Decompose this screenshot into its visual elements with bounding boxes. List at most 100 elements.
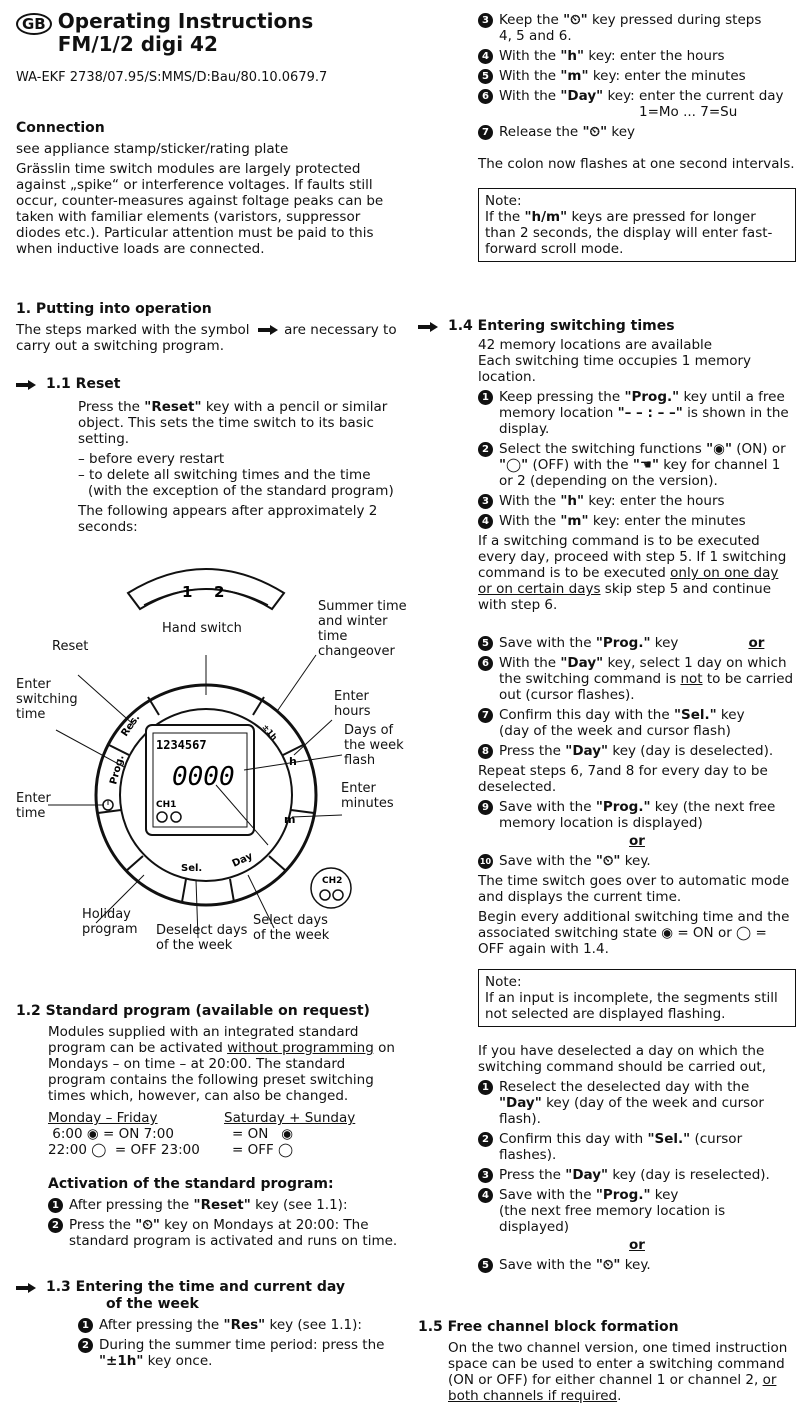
standard-body: Modules supplied with an integrated stan… — [48, 1024, 395, 1104]
begin-note: Begin every additional switching time an… — [478, 909, 790, 957]
switching-intro1: 42 memory locations are available — [478, 337, 713, 353]
lcd-ch1: CH1 — [156, 800, 176, 810]
step-marker-icon — [16, 1282, 36, 1293]
channel1-number: 1 — [182, 583, 192, 601]
left-column: GB Operating Instructions FM/1/2 digi 42… — [16, 10, 407, 1369]
table-head-weekday: Monday – Friday — [48, 1110, 158, 1126]
time-entry-heading: 1.3 Entering the time and current day — [46, 1279, 346, 1295]
document-reference: WA-EKF 2738/07.95/S:MMS/D:Bau/80.10.0679… — [16, 70, 328, 85]
label-days-flash: Days of the week flash — [344, 723, 404, 768]
note-body: If an input is incomplete, the segments … — [485, 990, 778, 1022]
putting-body: The steps marked with the symbol are nec… — [16, 322, 402, 354]
or-label: or — [629, 833, 645, 849]
connection-heading: Connection — [16, 120, 105, 136]
label-deselect: Deselect days of the week — [156, 923, 248, 953]
deselect-intro: If you have deselected a day on which th… — [478, 1043, 766, 1075]
note-box: Note: If an input is incomplete, the seg… — [478, 969, 796, 1027]
m-button-label: m — [284, 813, 295, 826]
lcd-frame — [145, 724, 255, 836]
connection-line: see appliance stamp/sticker/rating plate — [16, 141, 289, 157]
device-diagram: 1 2 1234567 0000 CH1 Res. Prog. Sel. — [16, 545, 407, 995]
switching-intro2: Each switching time occupies 1 memory lo… — [478, 353, 752, 385]
label-enter-time: Enter time — [16, 791, 51, 821]
reset-section: 1.1 Reset Press the "Reset" key with a p… — [16, 376, 402, 535]
step-marker-icon — [257, 325, 278, 335]
block-section: 1.5 Free channel block formation On the … — [418, 1319, 796, 1404]
lcd-days: 1234567 — [156, 738, 207, 752]
note-title: Note: — [485, 974, 522, 990]
header: GB Operating Instructions FM/1/2 digi 42 — [16, 10, 402, 56]
label-enter-hours: Enter hours — [334, 689, 371, 719]
ch2-label: CH2 — [322, 876, 342, 886]
table-head-weekend: Saturday + Sunday — [224, 1110, 356, 1126]
block-body: On the two channel version, one timed in… — [448, 1340, 788, 1404]
h-button-label: h — [289, 755, 297, 768]
putting-body-b: are necessary to carry out a switching p… — [16, 322, 397, 354]
sel-button-label: Sel. — [181, 863, 202, 874]
reset-dash1: – before every restart — [78, 451, 225, 467]
activation-heading: Activation of the standard program: — [48, 1176, 334, 1192]
label-select: Select days of the week — [253, 913, 330, 943]
label-hand-switch: Hand switch — [162, 621, 242, 636]
day-button-label: Day — [231, 851, 255, 870]
reset-heading: 1.1 Reset — [46, 376, 121, 392]
reset-button-label: Res. — [119, 713, 142, 739]
putting-section: 1. Putting into operation The steps mark… — [16, 301, 402, 354]
label-holiday: Holiday program — [82, 907, 138, 937]
page-title-line1: Operating Instructions — [57, 9, 314, 33]
reset-p2: The following appears after approximatel… — [78, 503, 378, 535]
table-cell: = OFF ◯ — [232, 1142, 294, 1158]
block-heading: 1.5 Free channel block formation — [418, 1319, 679, 1335]
colon-note: The colon now flashes at one second inte… — [478, 156, 795, 172]
note-title: Note: — [485, 193, 522, 209]
ch2-badge — [310, 867, 352, 909]
switching-section: 1.4 Entering switching times 42 memory l… — [418, 318, 796, 1273]
putting-heading: 1. Putting into operation — [16, 301, 212, 317]
table-cell: = ON ◉ — [232, 1126, 293, 1142]
reset-dash2: – to delete all switching times and the … — [78, 467, 371, 483]
daily-note: If a switching command is to be executed… — [478, 533, 787, 613]
standard-table: Monday – Friday Saturday + Sunday 6:00 ◉… — [16, 1110, 402, 1158]
note-body: If the "h/m" keys are pressed for longer… — [485, 209, 773, 257]
lcd-digits: 0000 — [172, 762, 235, 792]
repeat-note: Repeat steps 6, 7and 8 for every day to … — [478, 763, 768, 795]
switching-heading: 1.4 Entering switching times — [448, 318, 675, 334]
table-cell: 22:00 ◯ = OFF 23:00 — [48, 1142, 200, 1158]
label-enter-minutes: Enter minutes — [341, 781, 394, 811]
time-entry-section: 1.3 Entering the time and current day of… — [16, 1279, 402, 1369]
label-enter-switching: Enter switching time — [16, 677, 78, 722]
inner-ring — [119, 708, 293, 882]
1h-button-label: ±1h — [260, 723, 279, 743]
time-entry-heading2: of the week — [106, 1296, 199, 1312]
or-label: or — [629, 1237, 645, 1253]
reset-p1: Press the "Reset" key with a pencil or s… — [78, 399, 388, 447]
putting-body-a: The steps marked with the symbol — [16, 322, 250, 338]
standard-heading: 1.2 Standard program (available on reque… — [16, 1003, 370, 1019]
connection-body: Grässlin time switch modules are largely… — [16, 161, 384, 257]
connection-section: Connection see appliance stamp/sticker/r… — [16, 120, 402, 257]
page-title-line2: FM/1/2 digi 42 — [57, 32, 218, 56]
note-box: Note: If the "h/m" keys are pressed for … — [478, 188, 796, 262]
label-reset: Reset — [52, 639, 89, 654]
step-marker-icon — [418, 321, 438, 332]
